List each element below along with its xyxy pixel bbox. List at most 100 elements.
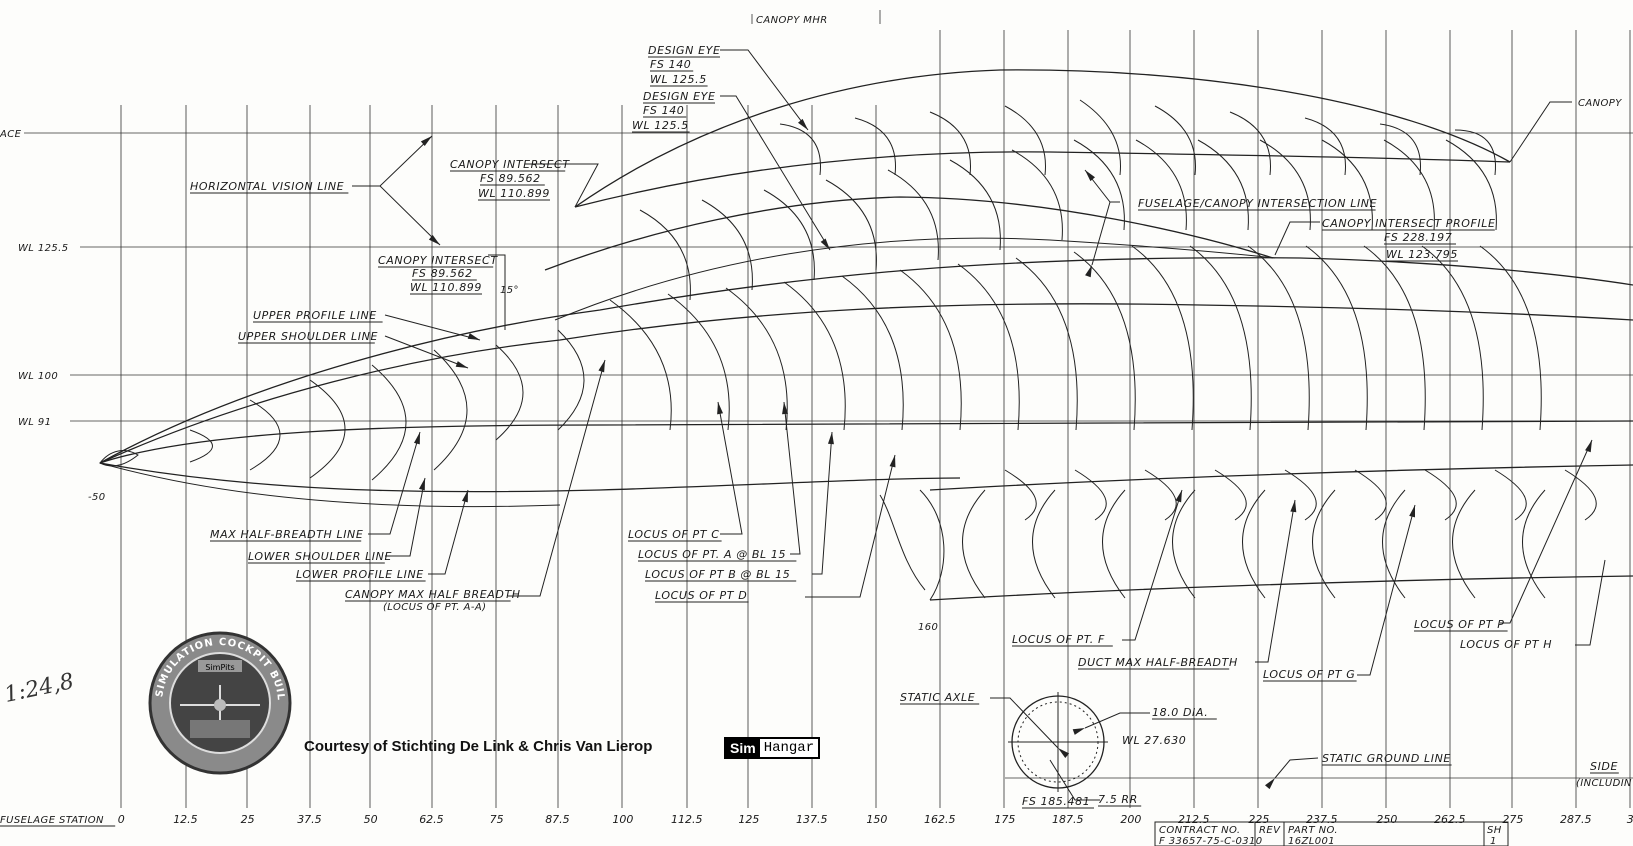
section-arc — [249, 399, 281, 471]
section-arc — [1135, 139, 1187, 231]
drawing-label: UPPER SHOULDER LINE — [238, 330, 378, 343]
simhangar-logo: Sim Hangar — [724, 737, 821, 759]
section-arc — [1259, 139, 1311, 231]
section-arc — [1073, 251, 1136, 431]
drawing-label: WL 123.795 — [1386, 248, 1458, 261]
arrowhead — [418, 478, 425, 491]
section-arc — [929, 111, 971, 176]
section-arc — [949, 159, 1001, 251]
section-arc — [779, 123, 821, 176]
drawing-label: -50 — [88, 492, 106, 503]
drawing-label: 25 — [241, 813, 255, 826]
drawing-label: 125 — [738, 813, 759, 826]
svg-text:SIMULATION COCKPIT BUILDER GRO: SIMULATION COCKPIT BUILDER GROUP — [0, 0, 286, 701]
drawing-label: FS 89.562 — [480, 172, 541, 185]
title-block — [1154, 821, 1509, 846]
section-arc — [1197, 139, 1249, 231]
section-arc — [1032, 489, 1056, 599]
drawing-label: STATIC GROUND LINE — [1322, 752, 1451, 765]
arrowhead — [782, 402, 789, 415]
section-arc — [639, 209, 691, 301]
drawing-label: LOCUS OF PT. F — [1012, 633, 1105, 646]
arrowhead — [420, 136, 432, 147]
arrowhead — [598, 360, 605, 373]
section-arc — [899, 269, 962, 431]
drawing-label: WL 91 — [18, 417, 51, 428]
drawing-label: SIDE — [1590, 760, 1618, 773]
section-arc — [1305, 245, 1368, 431]
section-arc — [1284, 469, 1317, 521]
section-arc — [1011, 149, 1063, 241]
section-arc — [1074, 469, 1107, 521]
drawing-label: CONTRACT NO. — [1159, 825, 1240, 836]
section-arc — [1172, 489, 1196, 599]
section-arc — [887, 169, 939, 261]
section-arc — [1454, 129, 1496, 176]
canopy-profile — [544, 69, 1511, 321]
section-arc — [433, 349, 468, 471]
drawing-label: 7.5 RR — [1098, 793, 1138, 806]
drawing-label: FS 228.197 — [1384, 231, 1452, 244]
fuselage-profile — [99, 257, 1633, 601]
arrowhead — [1058, 748, 1070, 759]
drawing-label: UPPER PROFILE LINE — [253, 309, 377, 322]
drawing-label: 150 — [866, 813, 887, 826]
drawing-label: 262.5 — [1434, 813, 1466, 826]
section-arc — [1242, 489, 1266, 599]
drawing-label: LOCUS OF PT D — [655, 589, 747, 602]
drawing-label: LOWER PROFILE LINE — [296, 568, 424, 581]
drawing-label: 18.0 DIA. — [1152, 706, 1208, 719]
drawing-label: 212.5 — [1178, 813, 1210, 826]
section-arc — [783, 281, 846, 431]
drawing-label: 87.5 — [545, 813, 570, 826]
section-arc — [495, 344, 524, 441]
section-arc — [957, 263, 1020, 431]
drawing-label: 287.5 — [1560, 813, 1592, 826]
section-arc — [725, 287, 788, 431]
drawing-label: MAX HALF-BREADTH LINE — [210, 528, 363, 541]
drawing-label: FUSELAGE/CANOPY INTERSECTION LINE — [1138, 197, 1377, 210]
drawing-label: WL 125.5 — [632, 119, 689, 132]
drawing-label: 75 — [490, 813, 504, 826]
section-arc — [701, 199, 753, 291]
drawing-label: ACE — [0, 129, 22, 140]
section-arc — [1154, 105, 1196, 176]
drawing-label: F 33657-75-C-0310 — [1159, 836, 1263, 846]
section-arc — [1564, 469, 1597, 521]
section-arc — [1304, 117, 1346, 176]
section-arc — [825, 179, 877, 271]
arrowhead — [827, 432, 834, 445]
drawing-label: 175 — [994, 813, 1015, 826]
arrowhead — [889, 455, 896, 468]
section-arc — [309, 379, 346, 479]
drawing-label: LOCUS OF PT. A @ BL 15 — [638, 548, 786, 561]
arrowhead — [820, 238, 830, 250]
drawing-label: 3 — [1627, 813, 1633, 826]
drawing-label: LOCUS OF PT H — [1460, 638, 1552, 651]
drawing-label: LOCUS OF PT P — [1414, 618, 1504, 631]
arrow-markers — [413, 118, 1592, 790]
section-arc — [371, 364, 407, 481]
drawing-label: CANOPY MHR — [756, 15, 828, 26]
section-arc — [854, 117, 896, 176]
section-arc — [1229, 111, 1271, 176]
drawing-label: CANOPY INTERSECT — [378, 254, 498, 267]
drawing-label: FS 89.562 — [412, 267, 473, 280]
section-arc — [1015, 257, 1078, 431]
section-arc — [1214, 469, 1247, 521]
drawing-label: 62.5 — [419, 813, 444, 826]
arrowhead — [455, 361, 468, 368]
drawing-label: HORIZONTAL VISION LINE — [190, 180, 344, 193]
drawing-label: FUSELAGE STATION — [0, 815, 104, 826]
drawing-label: CANOPY INTERSECT PROFILE — [1322, 217, 1496, 230]
section-arc — [1479, 245, 1542, 431]
drawing-label: WL 27.630 — [1122, 734, 1186, 747]
drawing-label: CANOPY INTERSECT — [450, 158, 570, 171]
arrowhead — [1264, 778, 1275, 790]
drawing-label: 200 — [1120, 813, 1141, 826]
seal-text: SIMULATION COCKPIT BUILDER GROUP — [0, 0, 285, 701]
drawing-label: (INCLUDIN — [1576, 778, 1632, 789]
drawing-label: 137.5 — [796, 813, 828, 826]
drawing-label: PART NO. — [1288, 825, 1338, 836]
drawing-label: CANOPY — [1578, 98, 1622, 109]
